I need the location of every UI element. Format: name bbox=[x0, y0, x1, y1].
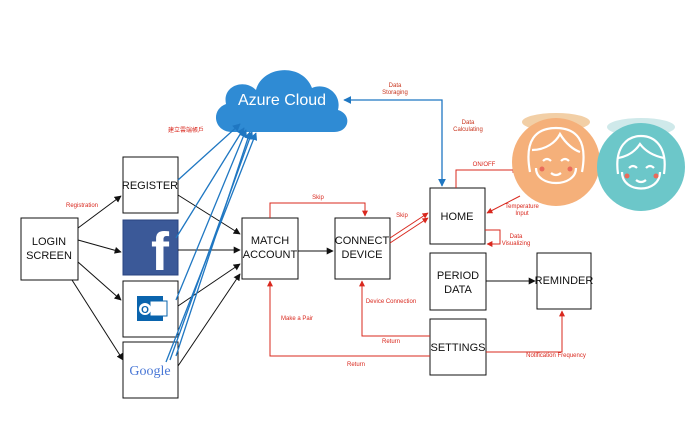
outlook-glyph: O bbox=[141, 305, 149, 316]
arrow-outlook-cloud bbox=[175, 129, 247, 301]
node-register[interactable]: REGISTER bbox=[122, 156, 179, 214]
arrow-google-match bbox=[177, 273, 241, 367]
arrow-register-cloud bbox=[177, 123, 241, 181]
label-cloud-cn: 建立雲端帳戶 bbox=[168, 126, 204, 134]
login-line2: SCREEN bbox=[26, 250, 72, 262]
match-line1: MATCH bbox=[251, 235, 289, 247]
arrow-google-cloud-3 bbox=[165, 132, 258, 363]
label-notification: Notification Frequency bbox=[526, 353, 586, 359]
node-match-account[interactable]: MATCH ACCOUNT bbox=[241, 217, 299, 280]
google-logo: Google bbox=[129, 364, 170, 379]
home-label: HOME bbox=[441, 211, 474, 223]
reminder-label: REMINDER bbox=[535, 275, 594, 287]
edge-labels: Registration 建立雲端帳戶 Data Storaging Data … bbox=[66, 83, 586, 368]
period-line1: PERIOD bbox=[437, 270, 479, 282]
outlook-logo: O bbox=[137, 296, 168, 321]
arrow-settings-match bbox=[267, 280, 430, 357]
node-home[interactable]: HOME bbox=[429, 187, 486, 245]
arrow-login-google bbox=[71, 279, 124, 361]
arrow-skip-top bbox=[269, 202, 368, 218]
label-input: Input bbox=[515, 211, 529, 217]
device-orange bbox=[512, 113, 600, 206]
label-return-settings: Return bbox=[382, 339, 400, 345]
black-arrows bbox=[71, 194, 536, 367]
arrow-home-device bbox=[455, 167, 519, 188]
node-outlook[interactable]: O bbox=[122, 280, 179, 338]
label-skip-home: Skip bbox=[396, 213, 408, 219]
label-data-3: Data bbox=[510, 234, 523, 240]
arrow-register-match bbox=[177, 194, 241, 235]
login-line1: LOGIN bbox=[32, 236, 66, 248]
node-facebook[interactable]: f bbox=[122, 219, 179, 282]
node-reminder[interactable]: REMINDER bbox=[535, 252, 594, 310]
arrow-home-visualizing bbox=[485, 229, 501, 247]
blue-arrows bbox=[165, 96, 446, 363]
label-data-2: Data bbox=[462, 120, 475, 126]
label-return-bottom: Return bbox=[347, 362, 365, 368]
node-login[interactable]: LOGIN SCREEN bbox=[20, 217, 79, 281]
arrow-connect-home-2 bbox=[389, 217, 429, 244]
settings-label: SETTINGS bbox=[430, 342, 485, 354]
label-device-connection: Device Connection bbox=[366, 299, 416, 305]
boy-face-icon bbox=[616, 134, 666, 190]
arrow-settings-reminder bbox=[486, 310, 565, 353]
period-line2: DATA bbox=[444, 284, 472, 296]
arrow-login-register bbox=[77, 195, 122, 229]
label-visualizing: Visualizing bbox=[502, 241, 531, 247]
node-period-data[interactable]: PERIOD DATA bbox=[429, 252, 487, 311]
connect-line1: CONNECT bbox=[335, 235, 390, 247]
arrow-settings-connect bbox=[359, 280, 430, 337]
arrow-connect-home-1 bbox=[389, 212, 429, 239]
arrow-facebook-cloud bbox=[175, 127, 245, 239]
node-settings[interactable]: SETTINGS bbox=[429, 318, 487, 376]
connect-line2: DEVICE bbox=[342, 249, 383, 261]
node-google[interactable]: Google bbox=[122, 341, 179, 399]
cloud-label: Azure Cloud bbox=[238, 92, 326, 109]
label-registration: Registration bbox=[66, 203, 98, 209]
arrow-outlook-match bbox=[177, 263, 241, 307]
arrow-cloud-home bbox=[343, 96, 446, 187]
azure-cloud: Azure Cloud bbox=[215, 70, 348, 132]
label-skip-top: Skip bbox=[312, 195, 324, 201]
cloud-icon bbox=[215, 70, 348, 132]
arrow-device-home bbox=[486, 195, 521, 214]
facebook-logo bbox=[122, 219, 179, 276]
label-on-off: ON/OFF bbox=[473, 162, 496, 168]
facebook-glyph: f bbox=[151, 222, 170, 282]
girl-face-icon bbox=[527, 126, 585, 184]
device-teal bbox=[597, 118, 685, 211]
arrow-login-facebook bbox=[77, 239, 122, 254]
label-temperature: Temperature bbox=[505, 204, 539, 210]
match-line2: ACCOUNT bbox=[243, 249, 298, 261]
label-make-pair: Make a Pair bbox=[281, 316, 313, 322]
label-calculating: Calculating bbox=[453, 127, 483, 133]
register-label: REGISTER bbox=[122, 180, 178, 192]
node-connect-device[interactable]: CONNECT DEVICE bbox=[334, 217, 391, 280]
label-storaging: Storaging bbox=[382, 90, 408, 96]
arrow-login-outlook bbox=[77, 261, 122, 301]
red-arrows bbox=[267, 167, 565, 357]
label-data-1: Data bbox=[389, 83, 402, 89]
